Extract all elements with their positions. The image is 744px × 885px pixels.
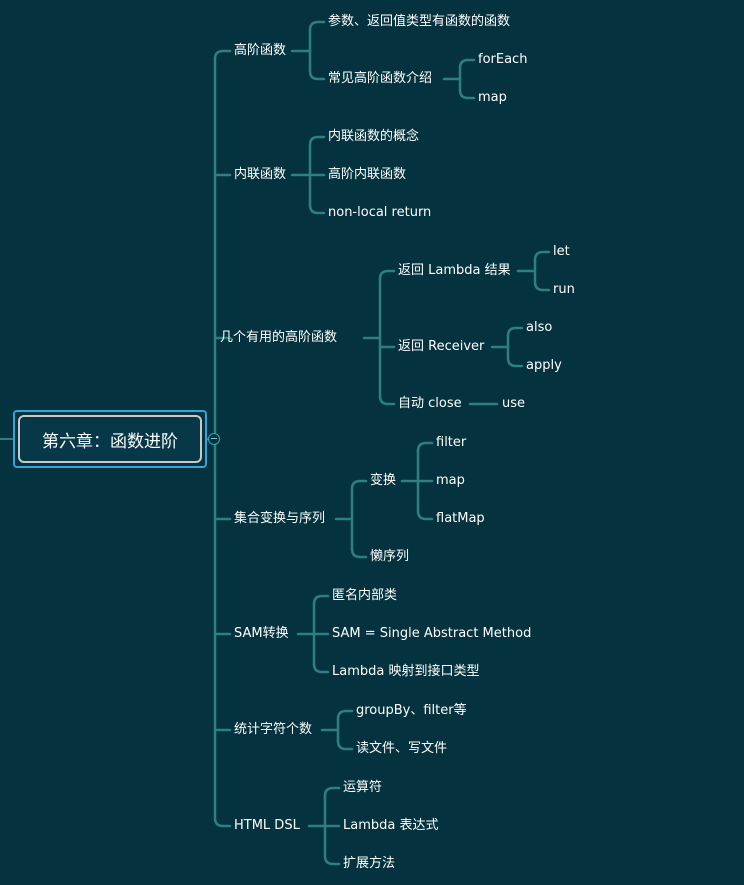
- leaf-use[interactable]: use: [502, 396, 526, 411]
- leaf-apply[interactable]: apply: [526, 358, 562, 373]
- connector-curve: [416, 509, 434, 521]
- topic-higher-order-functions[interactable]: 高阶函数: [234, 43, 287, 58]
- connector-curve: [378, 394, 396, 406]
- subtopic-function-type-params[interactable]: 参数、返回值类型有函数的函数: [328, 14, 511, 29]
- leaf-map[interactable]: map: [478, 90, 507, 105]
- connector-curve: [506, 356, 524, 368]
- subtopic-auto-close[interactable]: 自动 close: [398, 396, 462, 411]
- connector-curve: [506, 326, 524, 338]
- connector-curve: [323, 854, 341, 866]
- leaf-map-transform[interactable]: map: [436, 473, 465, 488]
- root-topic-label: 第六章：函数进阶: [18, 415, 202, 463]
- leaf-let[interactable]: let: [553, 244, 570, 259]
- subtopic-sam-definition[interactable]: SAM = Single Abstract Method: [332, 626, 532, 641]
- connector-curve: [213, 816, 232, 828]
- topic-count-characters[interactable]: 统计字符个数: [234, 722, 313, 737]
- subtopic-lambda-to-interface[interactable]: Lambda 映射到接口类型: [332, 664, 480, 679]
- leaf-flatmap[interactable]: flatMap: [436, 511, 485, 526]
- connector-curve: [312, 594, 330, 606]
- connector-curve: [336, 739, 354, 751]
- subtopic-higher-order-inline[interactable]: 高阶内联函数: [328, 167, 407, 182]
- connector-curve: [308, 203, 326, 215]
- connector-curve: [312, 662, 330, 674]
- subtopic-lazy-sequence[interactable]: 懒序列: [370, 549, 410, 564]
- leaf-also[interactable]: also: [526, 320, 553, 335]
- topic-inline-functions[interactable]: 内联函数: [234, 167, 287, 182]
- subtopic-read-write-file[interactable]: 读文件、写文件: [356, 741, 448, 756]
- root-topic[interactable]: 第六章：函数进阶: [13, 410, 207, 468]
- topic-sam-conversion[interactable]: SAM转换: [234, 626, 289, 641]
- connector-curve: [336, 709, 354, 721]
- connector-curve: [350, 547, 368, 559]
- connector-curve: [458, 88, 476, 100]
- subtopic-non-local-return[interactable]: non-local return: [328, 205, 432, 220]
- subtopic-transform[interactable]: 变换: [370, 473, 397, 488]
- leaf-filter[interactable]: filter: [436, 435, 467, 450]
- leaf-run[interactable]: run: [553, 282, 575, 297]
- subtopic-return-receiver[interactable]: 返回 Receiver: [398, 339, 485, 354]
- topic-useful-higher-order-functions[interactable]: 几个有用的高阶函数: [220, 330, 338, 345]
- connector-curve: [533, 280, 551, 292]
- connector-curve: [213, 49, 232, 61]
- subtopic-return-lambda-result[interactable]: 返回 Lambda 结果: [398, 263, 511, 278]
- root-left-connector: [0, 438, 13, 440]
- subtopic-extension-methods[interactable]: 扩展方法: [343, 856, 396, 871]
- connector-curve: [308, 20, 326, 32]
- subtopic-inline-concept[interactable]: 内联函数的概念: [328, 129, 420, 144]
- collapse-toggle-icon[interactable]: [208, 433, 220, 445]
- subtopic-operators[interactable]: 运算符: [343, 780, 383, 795]
- connector-curve: [458, 58, 476, 70]
- subtopic-common-higher-order[interactable]: 常见高阶函数介绍: [328, 71, 433, 86]
- connector-curve: [416, 441, 434, 453]
- subtopic-lambda-expression[interactable]: Lambda 表达式: [343, 818, 439, 833]
- connector-curve: [308, 69, 326, 81]
- connector-curve: [378, 269, 396, 281]
- topic-collection-transform-and-sequence[interactable]: 集合变换与序列: [234, 511, 326, 526]
- subtopic-anonymous-inner-class[interactable]: 匿名内部类: [332, 588, 398, 603]
- connector-curve: [323, 786, 341, 798]
- subtopic-groupby-filter[interactable]: groupBy、filter等: [356, 703, 467, 718]
- connector-curve: [350, 479, 368, 491]
- connector-curve: [533, 250, 551, 262]
- topic-html-dsl[interactable]: HTML DSL: [234, 818, 300, 833]
- leaf-foreach[interactable]: forEach: [478, 52, 528, 67]
- connector-curve: [308, 135, 326, 147]
